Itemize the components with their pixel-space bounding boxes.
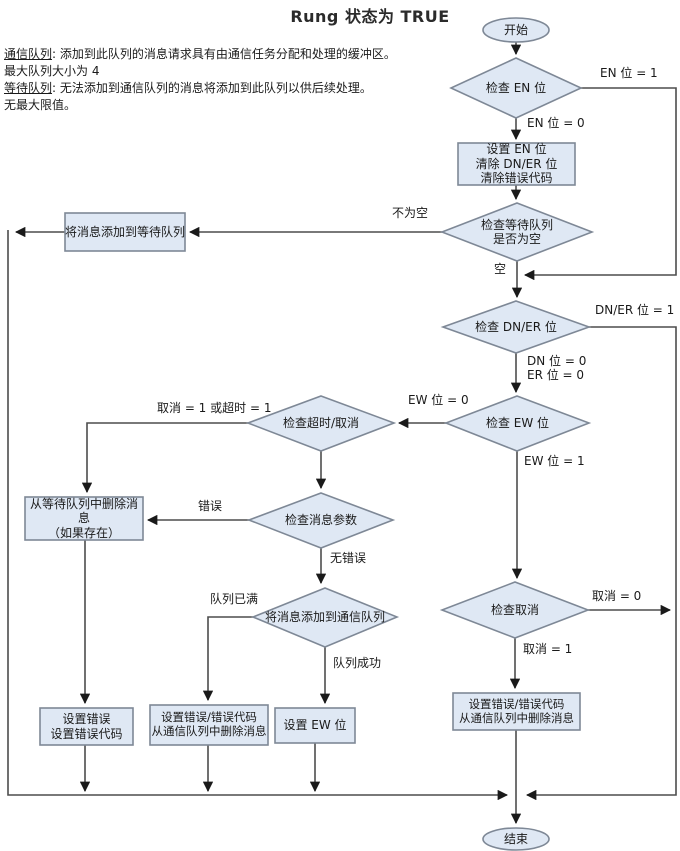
legend-text-wait-queue: : 无法添加到通信队列的消息将添加到此队列以供后续处理。 — [52, 81, 372, 95]
legend-notes: 通信队列: 添加到此队列的消息请求具有由通信任务分配和处理的缓冲区。 最大队列大… — [4, 46, 444, 114]
add-comm-queue-diamond-shape — [250, 587, 400, 648]
check-timeout-cancel-diamond-shape — [245, 395, 397, 452]
legend-line-max-size: 最大队列大小为 4 — [4, 64, 100, 78]
end-terminator-shape — [482, 827, 550, 851]
legend-term-wait-queue: 等待队列 — [4, 81, 53, 95]
set-error-remove-comm-right-box-shape — [452, 692, 581, 731]
legend-line-comm-queue: 通信队列: 添加到此队列的消息请求具有由通信任务分配和处理的缓冲区。 — [4, 46, 444, 63]
check-ew-diamond-shape — [443, 395, 592, 452]
check-en-diamond-shape — [449, 57, 583, 119]
set-en-box-shape — [457, 142, 576, 186]
remove-wait-queue-box-shape — [24, 496, 144, 541]
edge-queuefull-left-down — [202, 616, 253, 702]
legend-text-comm-queue: : 添加到此队列的消息请求具有由通信任务分配和处理的缓冲区。 — [52, 47, 396, 61]
edge-cancel-or-timeout — [81, 422, 248, 494]
set-ew-box-shape — [274, 707, 356, 744]
set-error-box-shape — [39, 707, 134, 746]
edge-left-rail-to-end — [7, 230, 509, 801]
legend-term-comm-queue: 通信队列 — [4, 47, 53, 61]
add-wait-queue-box-shape — [64, 212, 186, 252]
check-msg-params-diamond-shape — [246, 492, 396, 549]
set-error-remove-comm-box-shape — [149, 704, 269, 746]
edge-en1-bypass — [523, 87, 677, 281]
check-cancel-diamond-shape — [439, 581, 591, 639]
check-wait-queue-diamond-shape — [439, 202, 595, 262]
check-dner-diamond-shape — [440, 300, 592, 354]
start-terminator-shape — [482, 17, 550, 43]
edge-dner1-right-rail — [525, 326, 677, 801]
page-title: Rung 状态为 TRUE — [290, 7, 450, 26]
legend-line-no-max: 无最大限值。 — [4, 98, 77, 112]
legend-line-wait-queue: 等待队列: 无法添加到通信队列的消息将添加到此队列以供后续处理。 — [4, 80, 444, 97]
